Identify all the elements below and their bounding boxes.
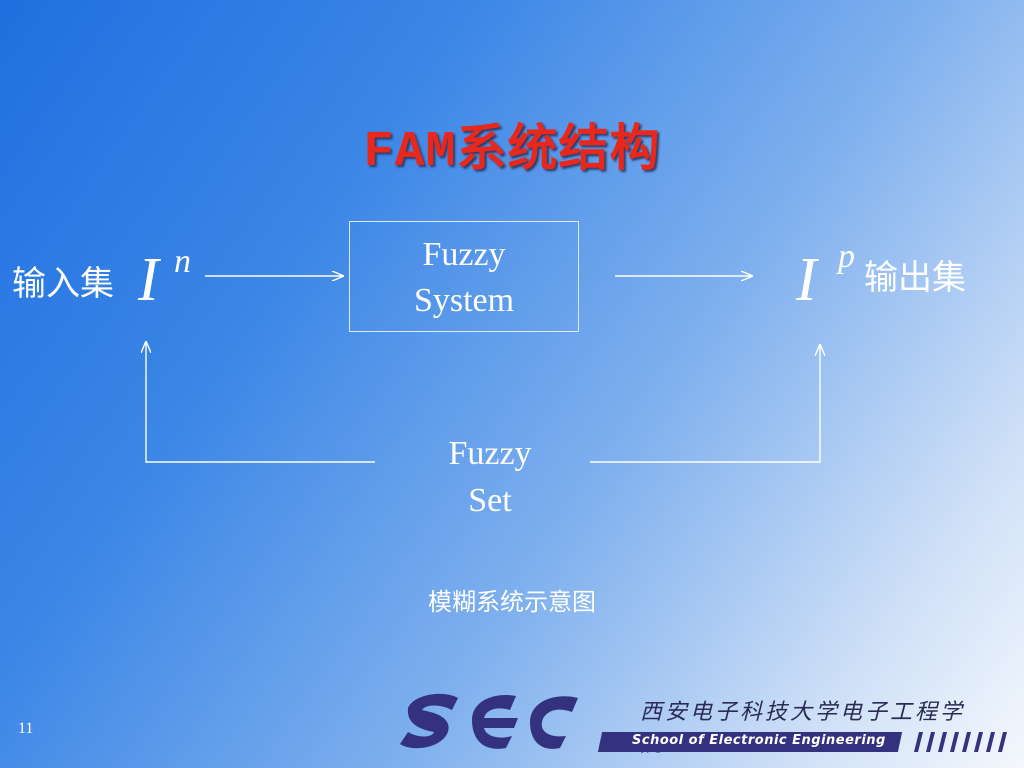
school-logo-icon xyxy=(400,693,578,749)
output-set-symbol: I xyxy=(796,246,817,314)
school-name-cn: 西安电子科技大学电子工程学院 xyxy=(640,700,966,757)
decorative-stripes xyxy=(914,732,1007,752)
output-set-label: 输出集 xyxy=(864,260,966,297)
output-set-superscript: p xyxy=(838,238,855,275)
input-set-label: 输入集 xyxy=(12,266,114,303)
fuzzy-set-label: Fuzzy Set xyxy=(400,430,580,524)
input-set-superscript: n xyxy=(174,243,191,280)
feedback-line-left xyxy=(146,342,375,463)
feedback-line-right xyxy=(590,345,820,463)
page-number: 11 xyxy=(18,720,34,737)
fuzzy-system-line1: Fuzzy xyxy=(422,236,506,273)
fuzzy-set-line2: Set xyxy=(468,482,512,519)
fuzzy-system-box: Fuzzy System xyxy=(349,221,579,332)
input-set-symbol: I xyxy=(138,246,159,314)
fuzzy-set-line1: Fuzzy xyxy=(448,435,532,472)
slide-title: FAM系统结构 xyxy=(363,124,661,181)
school-name-en: School of Electronic Engineering xyxy=(632,733,886,748)
diagram-caption: 模糊系统示意图 xyxy=(428,590,596,616)
fuzzy-system-line2: System xyxy=(413,282,515,319)
